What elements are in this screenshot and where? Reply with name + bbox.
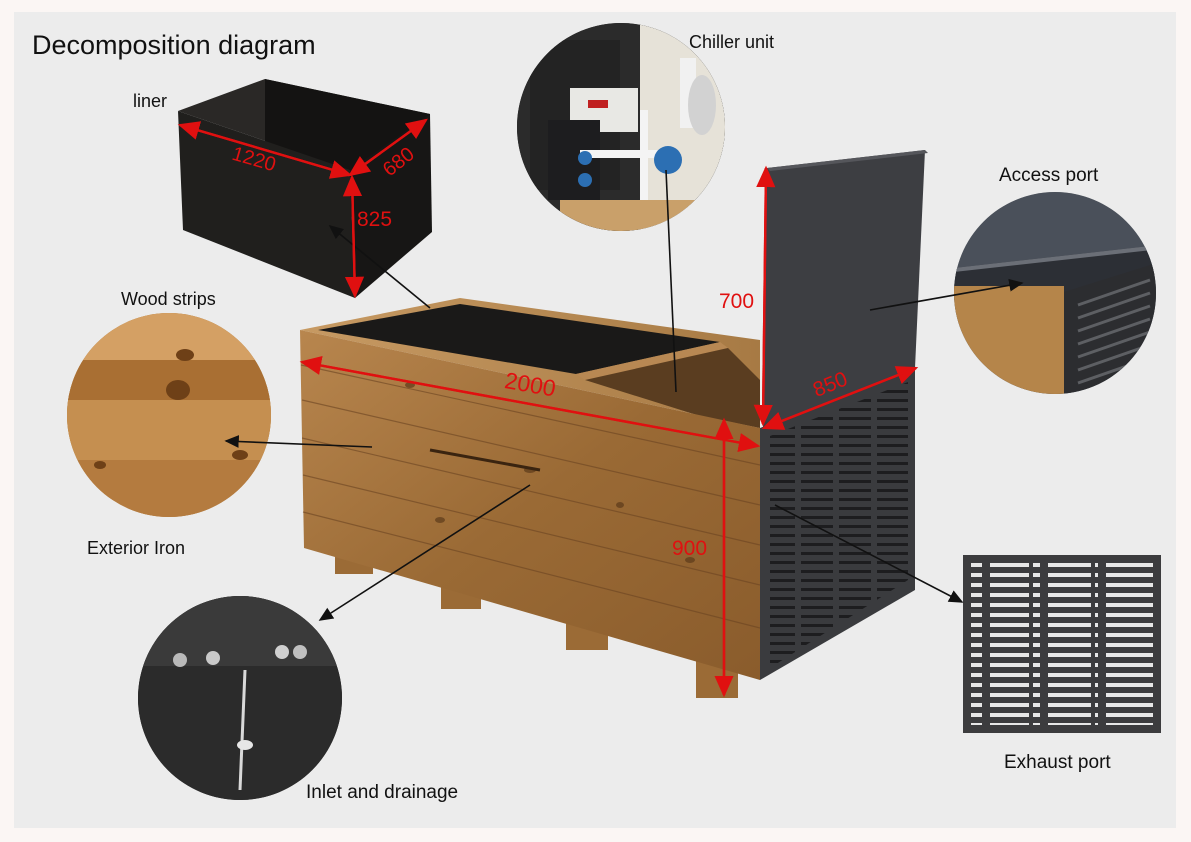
chiller-leader [665, 169, 677, 393]
dim-liner-height: 825 [357, 208, 392, 231]
label-exterior-iron: Exterior Iron [87, 538, 186, 558]
label-chiller-unit: Chiller unit [689, 32, 775, 52]
dim-access-height: 700 [719, 290, 754, 313]
exhaust-panel [963, 555, 1161, 733]
dimension-lines [177, 118, 919, 698]
inlet-drainage-inset [138, 596, 342, 800]
chiller-inset [517, 23, 725, 231]
label-exhaust-port: Exhaust port [1004, 752, 1111, 773]
label-inlet-drainage: Inlet and drainage [306, 782, 459, 803]
dim-tub-height: 900 [672, 537, 707, 560]
label-access-port: Access port [999, 165, 1099, 186]
tub-assembly [300, 150, 928, 698]
label-liner: liner [133, 91, 168, 111]
access-port-inset [954, 192, 1156, 394]
wood-strips-inset [67, 313, 271, 517]
liner-box [178, 79, 432, 298]
diagram-title: Decomposition diagram [32, 30, 316, 60]
label-wood-strips: Wood strips [121, 289, 216, 309]
leader-arrows [224, 169, 1024, 621]
